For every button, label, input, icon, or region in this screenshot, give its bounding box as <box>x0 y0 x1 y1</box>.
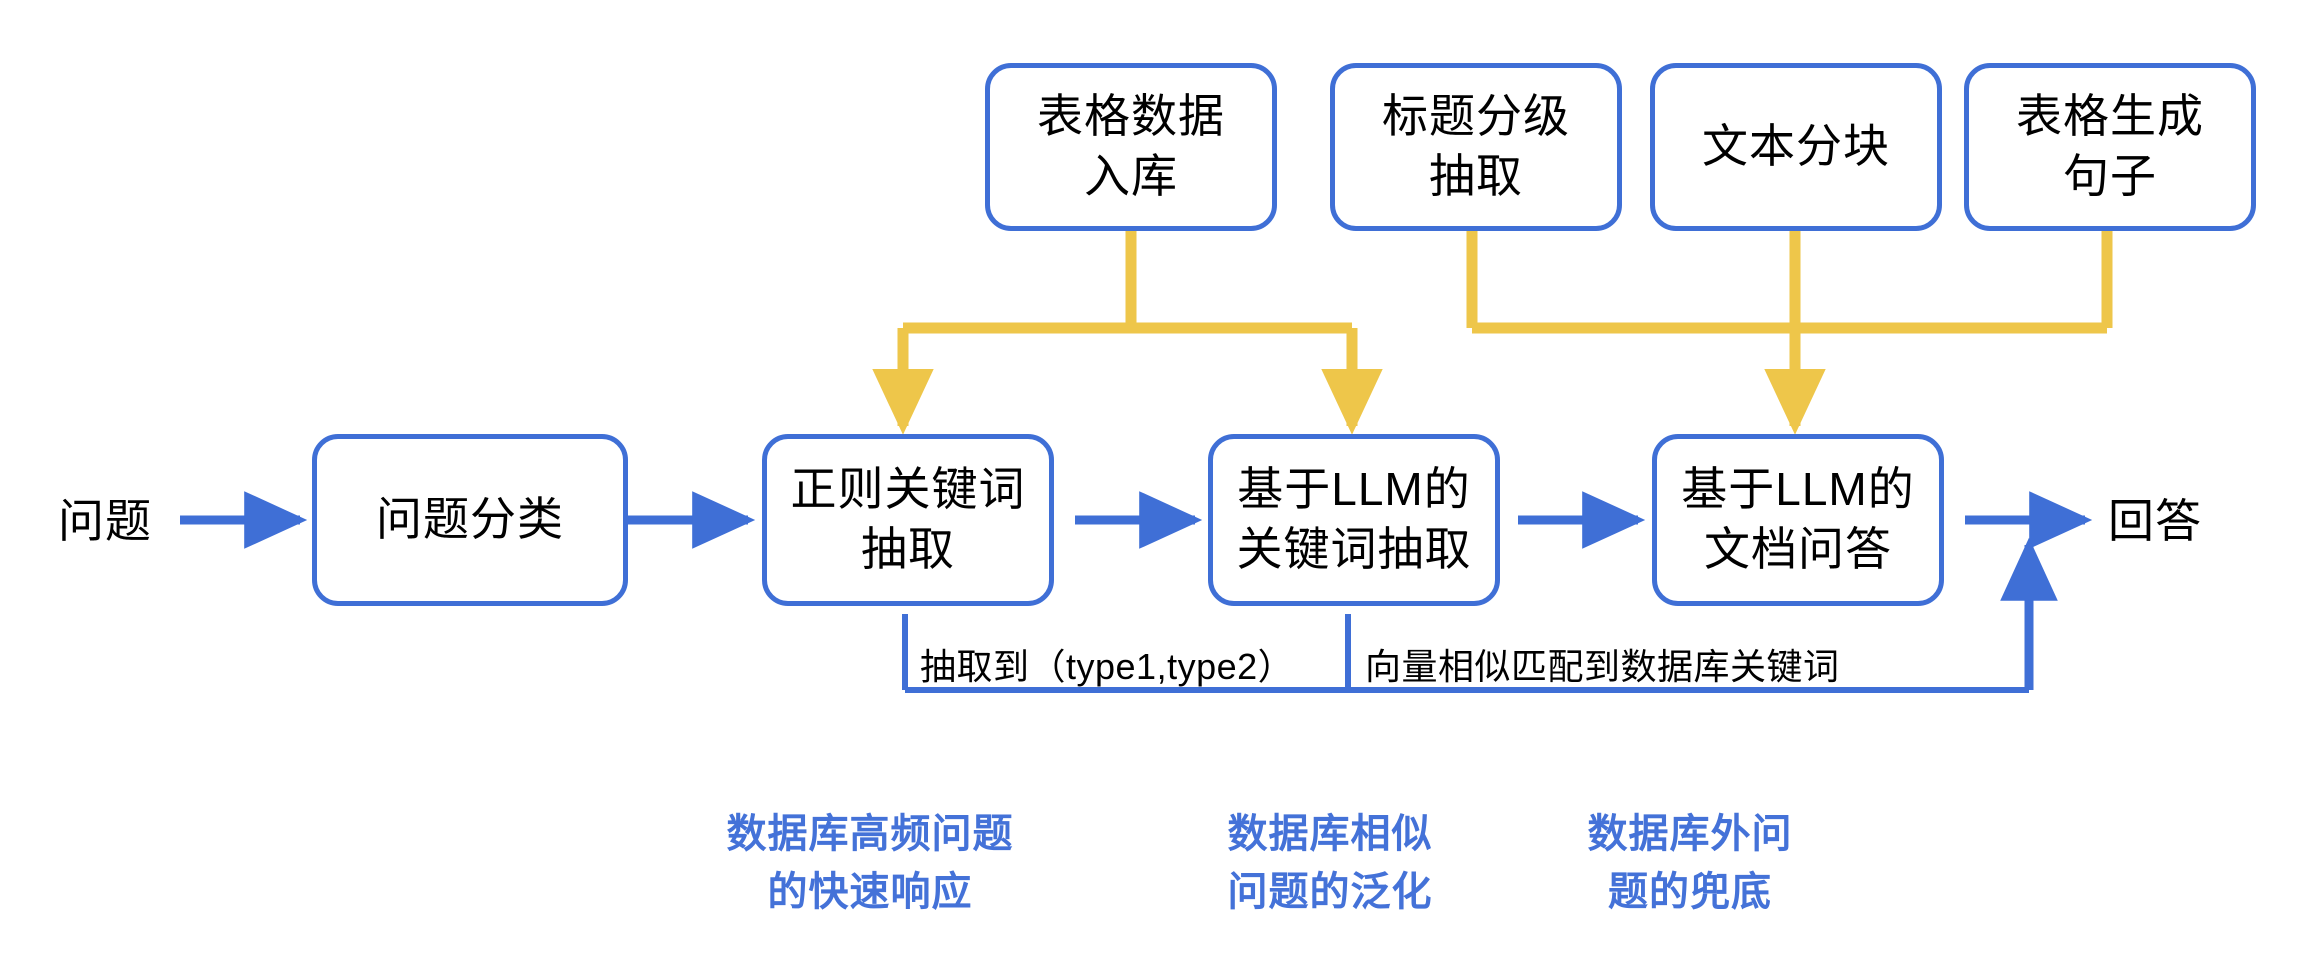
caption-db-similar-question: 数据库相似 问题的泛化 <box>1227 812 1433 914</box>
node-label: 基于LLM的 文档问答 <box>1681 463 1915 575</box>
caption-db-external-question: 数据库外问 题的兜底 <box>1587 812 1793 914</box>
node-llm-keyword-extract[interactable]: 基于LLM的 关键词抽取 <box>1208 434 1500 606</box>
node-table-data-ingest[interactable]: 表格数据 入库 <box>985 63 1277 231</box>
node-label: 表格数据 入库 <box>1037 90 1225 202</box>
node-label: 表格生成 句子 <box>2016 90 2204 202</box>
node-question-classification[interactable]: 问题分类 <box>312 434 628 606</box>
yellow-resource-connectors <box>872 230 2113 435</box>
node-label: 问题分类 <box>376 493 564 546</box>
edge-label-extract-types: 抽取到（type1,type2） <box>920 646 1295 687</box>
node-regex-keyword-extract[interactable]: 正则关键词 抽取 <box>762 434 1054 606</box>
node-llm-doc-qa[interactable]: 基于LLM的 文档问答 <box>1652 434 1944 606</box>
node-text-chunking[interactable]: 文本分块 <box>1650 63 1942 231</box>
node-label: 基于LLM的 关键词抽取 <box>1236 463 1472 575</box>
start-label-question: 问题 <box>58 495 152 547</box>
node-label: 标题分级 抽取 <box>1382 90 1570 202</box>
end-label-answer: 回答 <box>2108 495 2202 547</box>
edge-label-vector-match: 向量相似匹配到数据库关键词 <box>1365 646 1840 687</box>
node-table-to-sentence[interactable]: 表格生成 句子 <box>1964 63 2256 231</box>
node-heading-level-extract[interactable]: 标题分级 抽取 <box>1330 63 1622 231</box>
caption-db-frequent-question: 数据库高频问题 的快速响应 <box>726 812 1014 914</box>
node-label: 正则关键词 抽取 <box>790 463 1026 575</box>
node-label: 文本分块 <box>1702 120 1890 173</box>
